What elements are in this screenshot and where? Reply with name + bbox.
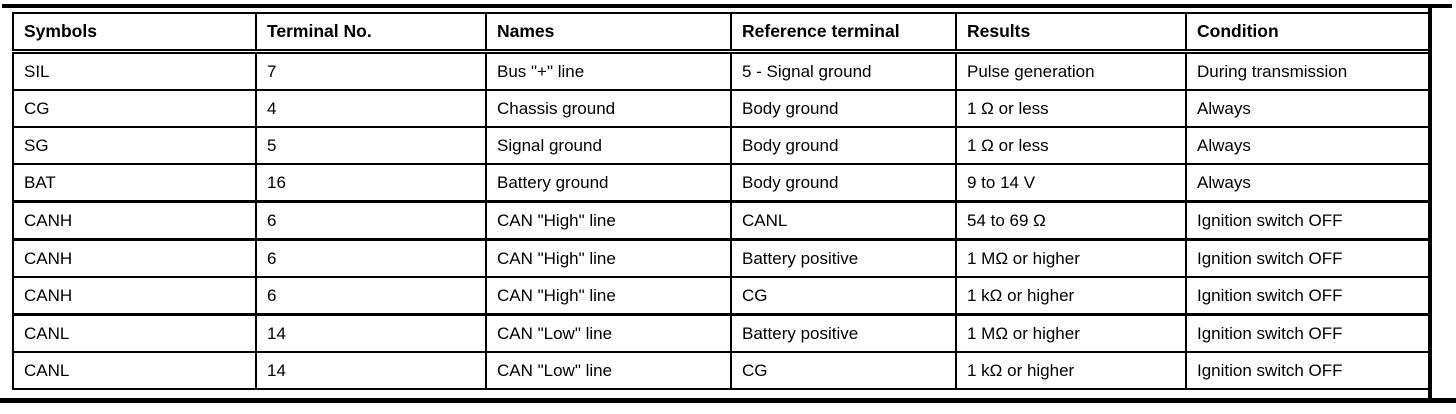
table-cell: Body ground xyxy=(730,89,957,128)
table-cell: Chassis ground xyxy=(485,89,732,128)
table-cell: 1 kΩ or higher xyxy=(955,351,1187,390)
table-cell: Battery ground xyxy=(485,163,732,203)
table-cell: Always xyxy=(1185,126,1432,165)
column-header-condition: Condition xyxy=(1185,12,1432,54)
column-header-results: Results xyxy=(955,12,1187,54)
table-cell: CAN "High" line xyxy=(485,200,732,241)
table-cell: CAN "High" line xyxy=(485,276,732,316)
column-header-names: Names xyxy=(485,12,732,54)
table-cell: 1 Ω or less xyxy=(955,126,1187,165)
table-cell: 9 to 14 V xyxy=(955,163,1187,203)
table-cell: Body ground xyxy=(730,163,957,203)
table-cell: 1 MΩ or higher xyxy=(955,238,1187,278)
table-cell: 4 xyxy=(255,89,487,128)
table-cell: CANH xyxy=(12,276,257,316)
table-cell: BAT xyxy=(12,163,257,203)
table-cell: Bus "+" line xyxy=(485,50,732,91)
table-cell: Battery positive xyxy=(730,238,957,278)
table-cell: Body ground xyxy=(730,126,957,165)
table-cell: Always xyxy=(1185,163,1432,203)
table-cell: CANH xyxy=(12,238,257,278)
table-cell: CANH xyxy=(12,200,257,241)
table-cell: Ignition switch OFF xyxy=(1185,313,1432,353)
table-cell: CANL xyxy=(730,200,957,241)
table-cell: Ignition switch OFF xyxy=(1185,200,1432,241)
table-cell: Ignition switch OFF xyxy=(1185,276,1432,316)
table-cell: 7 xyxy=(255,50,487,91)
table-cell: 6 xyxy=(255,200,487,241)
table-cell: 6 xyxy=(255,238,487,278)
table-cell: Signal ground xyxy=(485,126,732,165)
table-cell: CAN "Low" line xyxy=(485,351,732,390)
top-frame-rule xyxy=(2,4,1452,8)
table-cell: Ignition switch OFF xyxy=(1185,238,1432,278)
table-cell: Battery positive xyxy=(730,313,957,353)
column-header-reference-terminal: Reference terminal xyxy=(730,12,957,54)
table-cell: 5 - Signal ground xyxy=(730,50,957,91)
table-cell: CAN "High" line xyxy=(485,238,732,278)
table-cell: Pulse generation xyxy=(955,50,1187,91)
table-cell: CANL xyxy=(12,313,257,353)
table-cell: During transmission xyxy=(1185,50,1432,91)
table-cell: 1 Ω or less xyxy=(955,89,1187,128)
table-cell: CG xyxy=(12,89,257,128)
table-cell: 16 xyxy=(255,163,487,203)
table-cell: SIL xyxy=(12,50,257,91)
bottom-frame-rule xyxy=(0,398,1456,403)
table-cell: 1 MΩ or higher xyxy=(955,313,1187,353)
table-cell: 54 to 69 Ω xyxy=(955,200,1187,241)
table-cell: CG xyxy=(730,276,957,316)
table-cell: Always xyxy=(1185,89,1432,128)
table-cell: 1 kΩ or higher xyxy=(955,276,1187,316)
table-cell: Ignition switch OFF xyxy=(1185,351,1432,390)
table-cell: 5 xyxy=(255,126,487,165)
table-cell: 6 xyxy=(255,276,487,316)
table-cell: 14 xyxy=(255,351,487,390)
table-cell: CAN "Low" line xyxy=(485,313,732,353)
table-cell: CG xyxy=(730,351,957,390)
table-cell: SG xyxy=(12,126,257,165)
table-cell: 14 xyxy=(255,313,487,353)
column-header-symbols: Symbols xyxy=(12,12,257,54)
column-header-terminal-no: Terminal No. xyxy=(255,12,487,54)
table-cell: CANL xyxy=(12,351,257,390)
